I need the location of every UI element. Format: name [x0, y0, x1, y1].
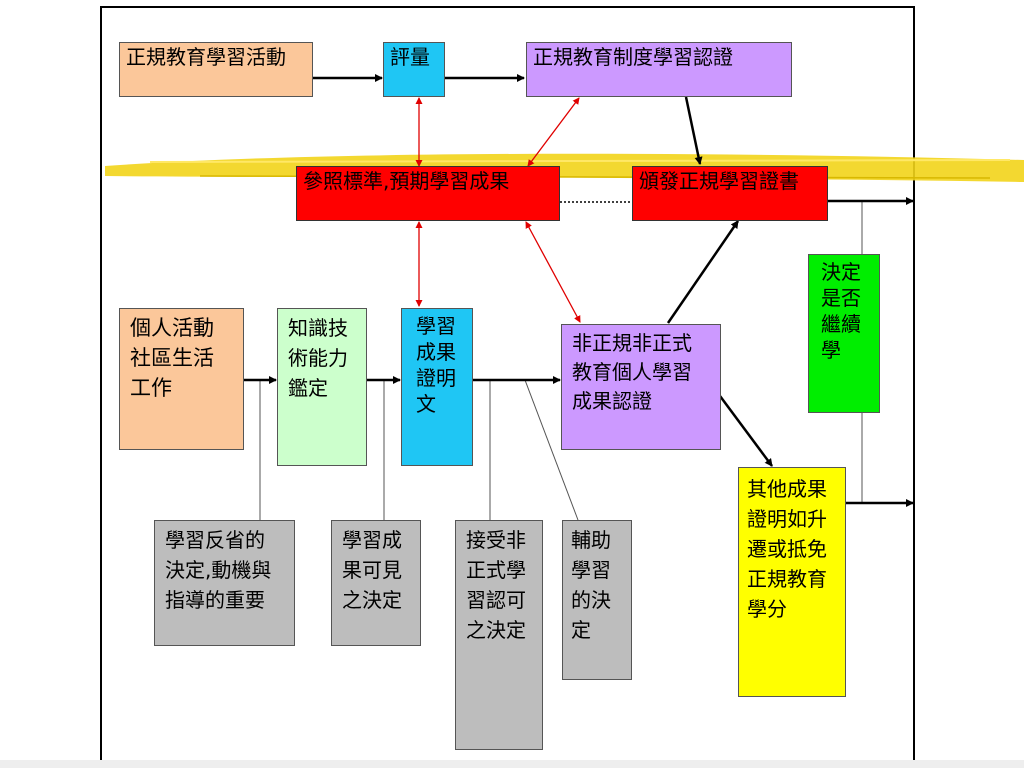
personal-activities-box: 個人活動社區生活工作 [119, 308, 244, 450]
assessment-box: 評量 [383, 42, 445, 97]
reflection-decision-box: 學習反省的決定,動機與指導的重要 [154, 520, 295, 646]
highlighter-stroke [105, 153, 1024, 182]
issue-certificate-box: 頒發正規學習證書 [632, 166, 828, 221]
reference-arrows [415, 97, 581, 323]
support-decision-box: 輔助學習的決定 [562, 520, 632, 680]
learning-evidence-box: 學習成果證明文 [401, 308, 473, 466]
formal-learning-box: 正規教育學習活動 [119, 42, 313, 97]
flow-arrows [244, 74, 914, 507]
reference-standards-box: 參照標準,預期學習成果 [296, 166, 560, 221]
competence-assessment-box: 知識技術能力鑑定 [277, 308, 367, 466]
visibility-decision-box: 學習成果可見之決定 [331, 520, 421, 646]
acceptance-decision-box: 接受非正式學習認可之決定 [455, 520, 543, 750]
continue-decision-box: 決定是否繼續學 [808, 254, 880, 413]
other-proof-box: 其他成果證明如升遷或抵免正規教育學分 [738, 467, 846, 697]
formal-certification-box: 正規教育制度學習認證 [526, 42, 792, 97]
slide-footer-band [0, 760, 1024, 768]
diagram-frame [100, 6, 915, 768]
nonformal-certification-box: 非正規非正式教育個人學習成果認證 [561, 324, 721, 450]
